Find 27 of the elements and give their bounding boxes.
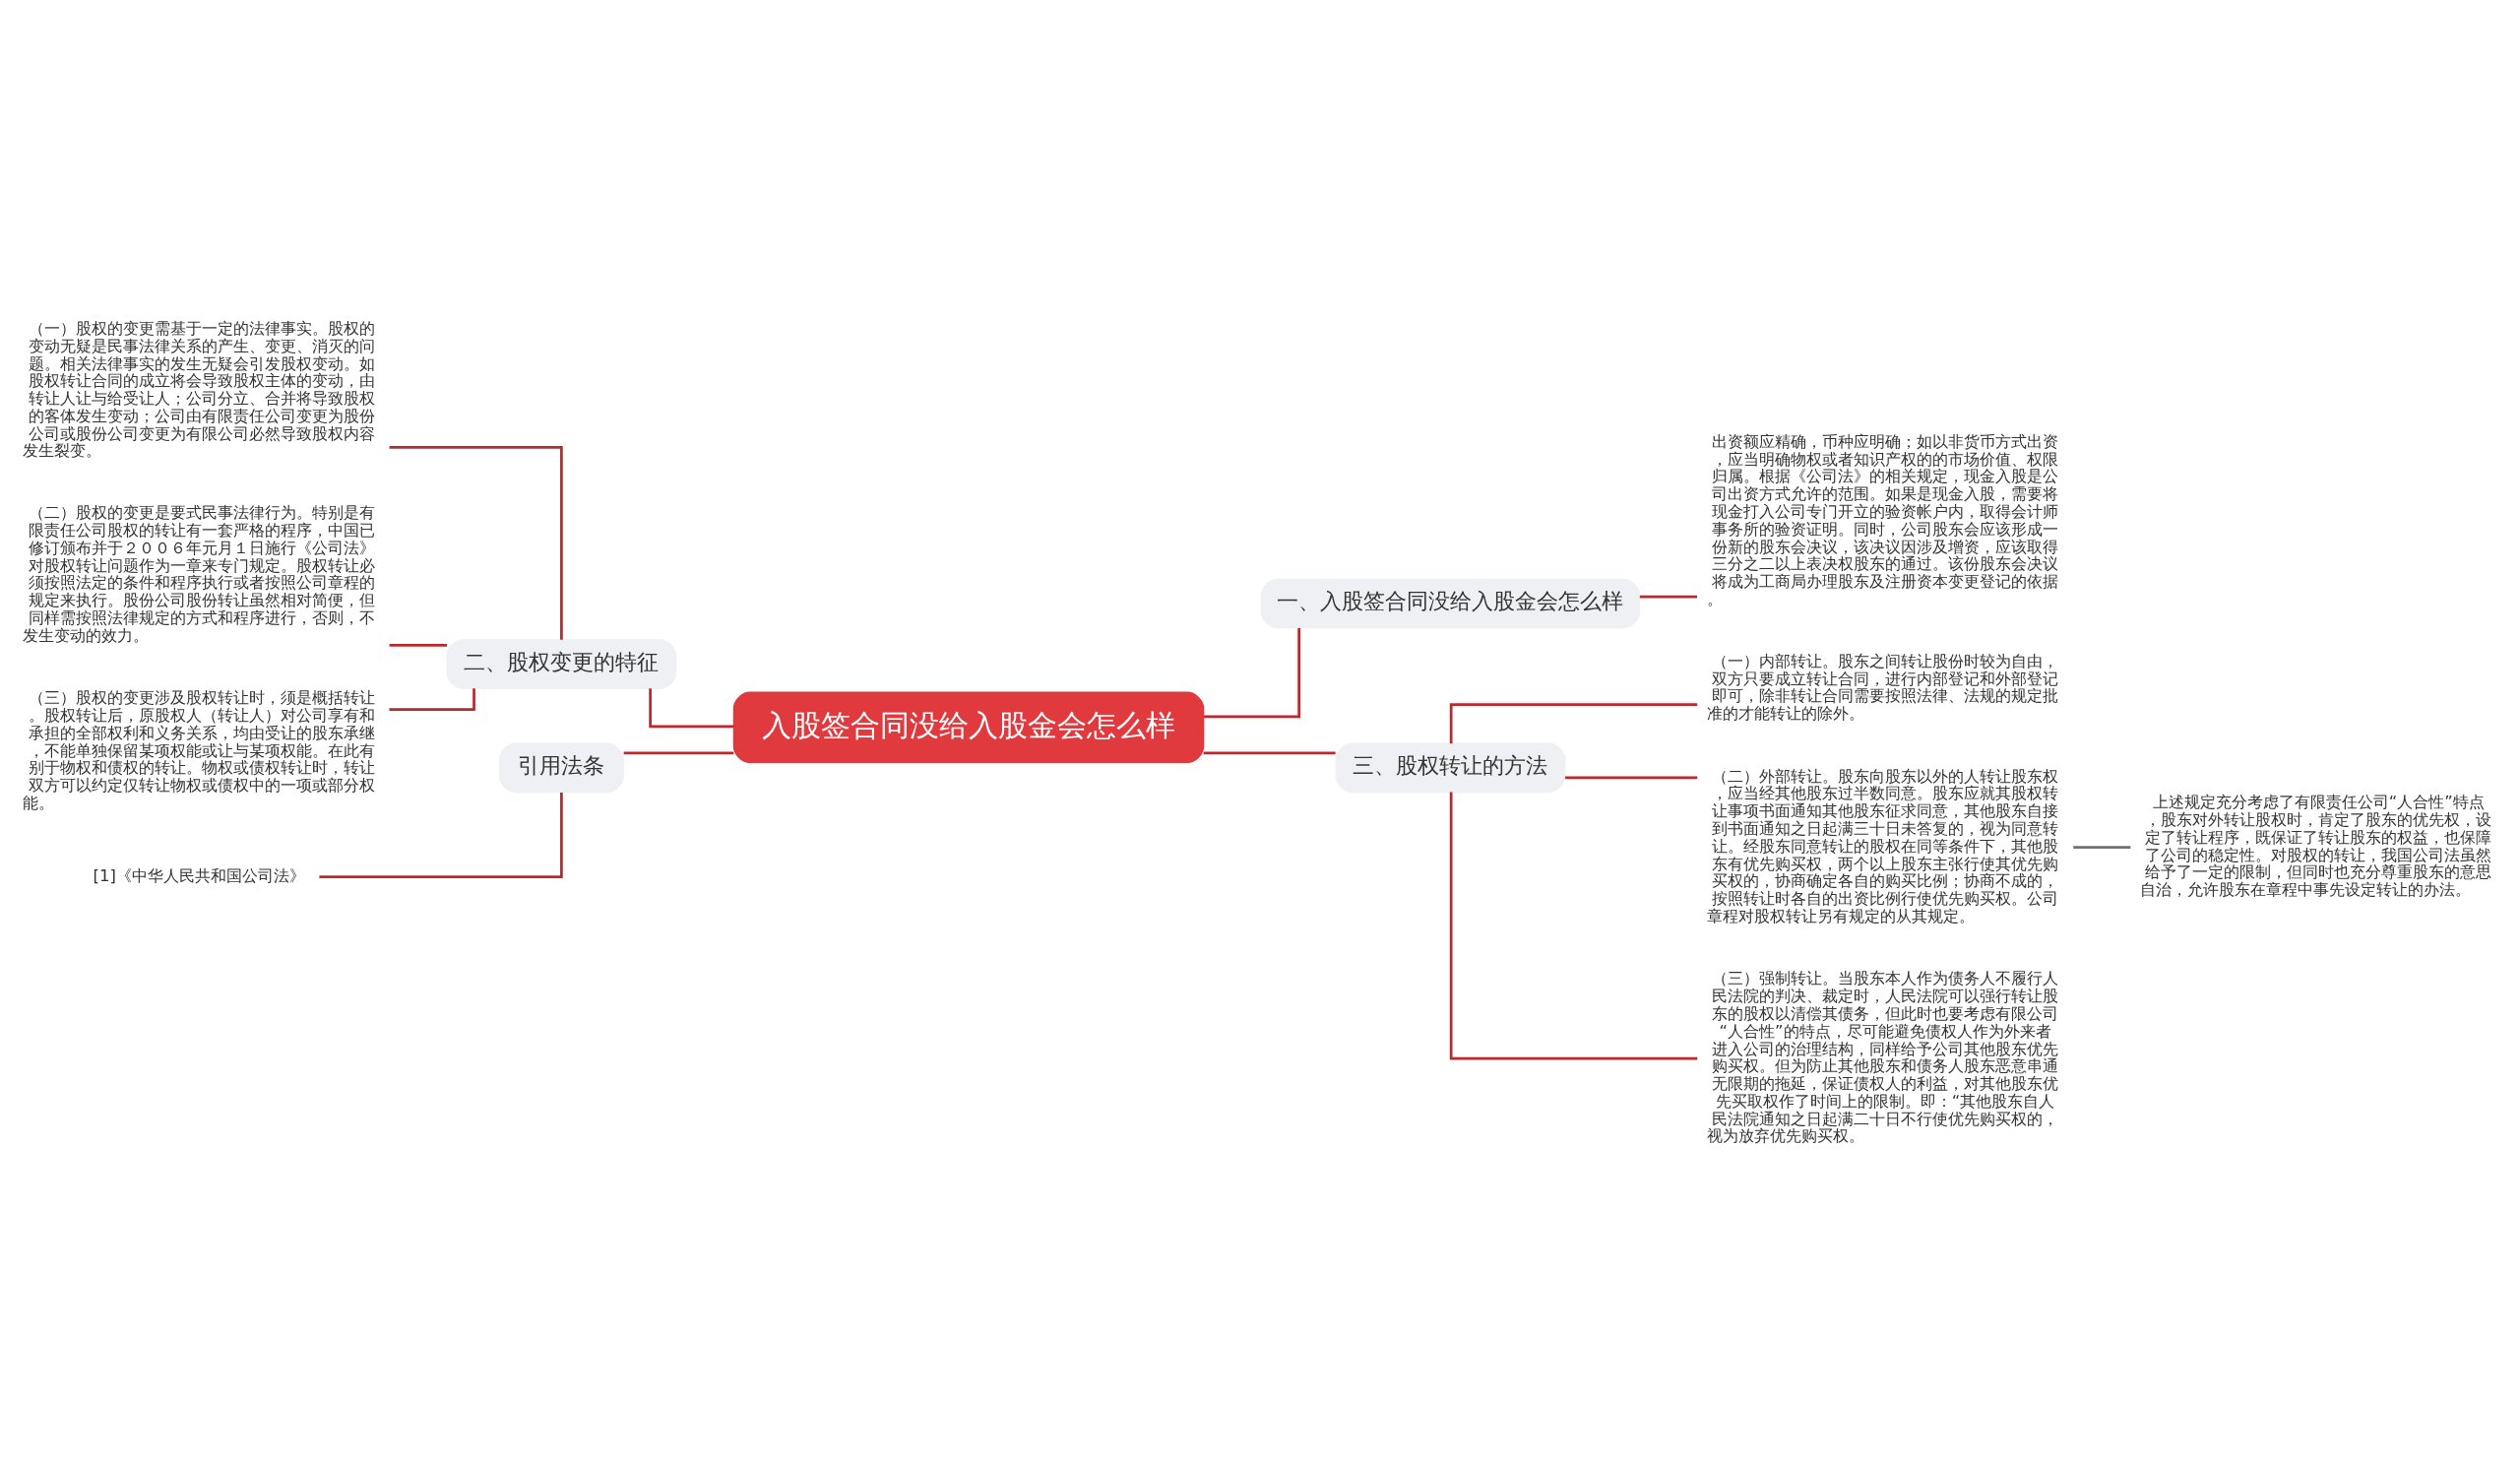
node-box: 一、入股签合同没给入股金会怎么样 (1260, 578, 1641, 628)
node-text: （三）强制转让。当股东本人作为债务人不履行人民法院的判决、裁定时，人民法院可以强行转让股东的股权以清偿其债务，但此时也要考虑有限公司“人合性”的特点，尽可能避免债权人作为外来者进入公司的治理结构，同样给予公司其他股东优先购买权。但为防止其他股东和债务人股东恶意串通无限期的拖延，保证债权人的利益，对其他股东优先买取权作了时间上的限制。即：“其他股东自人民法院通知之日起满二十日不行使优先购买权的，视为放弃优先购买权。 (1706, 968, 2059, 1145)
connector (319, 792, 563, 878)
connector (1203, 750, 1336, 754)
node-text: 上述规定充分考虑了有限责任公司“人合性”特点，股东对外转让股权时，肯定了股东的优先权，设定了转让程序，既保证了转让股东的权益，也保障了公司的稳定性。对股权的转让，我国公司法虽然给予了一定的限制，但同时也充分尊重股东的意思自治，允许股东在章程中事先设定转让的办法。 (2140, 792, 2492, 899)
connector (1565, 775, 1698, 779)
connector (2073, 845, 2131, 849)
connector (389, 687, 475, 711)
connector (1204, 627, 1300, 718)
connector (649, 687, 734, 728)
connector (1449, 702, 1698, 743)
connector (389, 643, 447, 647)
node-text: （三）股权的变更涉及股权转让时，须是概括转让。股权转让后，原股权人（转让人）对公司享有和承担的全部权利和义务关系，均由受让的股东承继，不能单独保留某项权能或让与某项权能。在此有别于物权和债权的转让。物权或债权转让时，转让双方可以约定仅转让物权或债权中的一项或部分权能。 (23, 687, 375, 812)
node-text: （一）内部转让。股东之间转让股份时较为自由，双方只要成立转让合同，进行内部登记和外部登记即可，除非转让合同需要按照法律、法规的规定批准的才能转让的除外。 (1706, 651, 2059, 723)
connector (623, 750, 734, 754)
node-box: 二、股权变更的特征 (446, 638, 677, 689)
connector (389, 445, 563, 640)
node-box: 引用法条 (498, 742, 624, 793)
node-box: 入股签合同没给入股金会怎么样 (732, 691, 1205, 763)
node-box: 三、股权转让的方法 (1335, 742, 1566, 793)
node-text: （二）股权的变更是要式民事法律行为。特别是有限责任公司股权的转让有一套严格的程序，中国已修订颁布并于２００６年元月１日施行《公司法》对股权转让问题作为一章来专门规定。股权转让必须按照法定的条件和程序执行或者按照公司章程的规定来执行。股份公司股份转让虽然相对简便，但同样需按照法律规定的方式和程序进行，否则，不发生变动的效力。 (23, 502, 375, 645)
connector (1639, 595, 1698, 599)
node-text: （一）股权的变更需基于一定的法律事实。股权的变动无疑是民事法律关系的产生、变更、消灭的问题。相关法律事实的发生无疑会引发股权变动。如股权转让合同的成立将会导致股权主体的变动，由转让人让与给受让人；公司分立、合并将导致股权的客体发生变动；公司由有限责任公司变更为股份公司或股份公司变更为有限公司必然导致股权内容发生裂变。 (23, 318, 375, 460)
node-text: [1]《中华人民共和国公司法》 (93, 865, 305, 885)
connector (1449, 792, 1698, 1060)
node-text: 出资额应精确，币种应明确；如以非货币方式出资，应当明确物权或者知识产权的的市场价值、权限归属。根据《公司法》的相关规定，现金入股是公司出资方式允许的范围。如果是现金入股，需要将现金打入公司专门开立的验资帐户内，取得会计师事务所的验资证明。同时，公司股东会应该形成一份新的股东会决议，该决议因涉及增资，应该取得三分之二以上表决权股东的通过。该份股东会决议将成为工商局办理股东及注册资本变更登记的依据。 (1706, 431, 2059, 608)
node-text: （二）外部转让。股东向股东以外的人转让股东权，应当经其他股东过半数同意。股东应就其股权转让事项书面通知其他股东征求同意，其他股东自接到书面通知之日起满三十日未答复的，视为同意转让。经股东同意转让的股权在同等条件下，其他股东有优先购买权，两个以上股东主张行使其优先购买权的，协商确定各自的购买比例；协商不成的，按照转让时各自的出资比例行使优先购买权。公司章程对股权转让另有规定的从其规定。 (1706, 766, 2059, 925)
